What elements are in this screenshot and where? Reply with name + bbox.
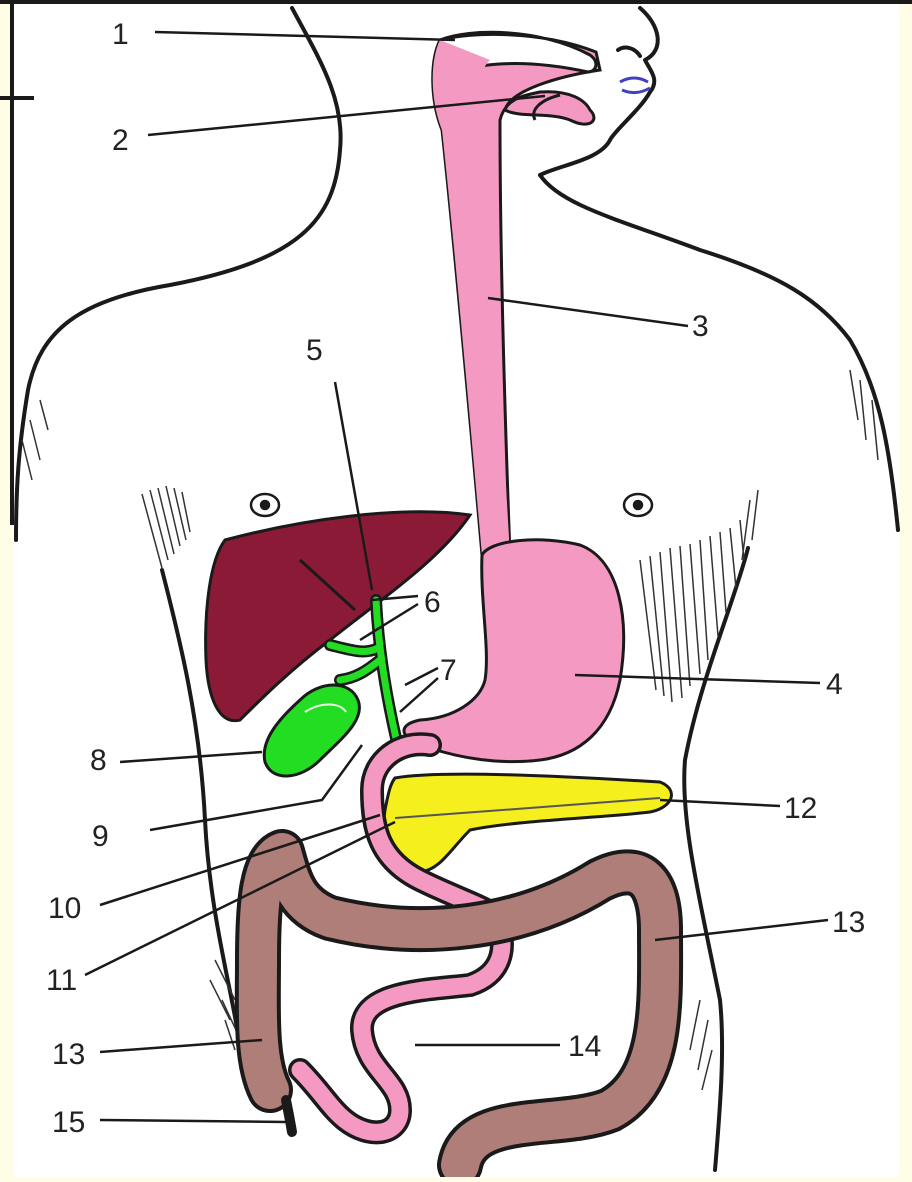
label-10: 10 <box>48 892 81 925</box>
label-12: 12 <box>784 792 817 825</box>
label-2: 2 <box>112 124 129 157</box>
label-5: 5 <box>306 334 323 367</box>
label-13-right: 13 <box>832 906 865 939</box>
label-1: 1 <box>112 18 129 51</box>
label-9: 9 <box>92 820 109 853</box>
label-13-left: 13 <box>52 1038 85 1071</box>
label-7: 7 <box>440 654 457 687</box>
label-15: 15 <box>52 1106 85 1139</box>
frame-left-line <box>10 0 14 525</box>
label-6: 6 <box>424 586 441 619</box>
label-4: 4 <box>826 668 843 701</box>
label-11: 11 <box>46 964 77 997</box>
frame-tick <box>0 96 34 100</box>
label-3: 3 <box>692 310 709 343</box>
frame-top-line <box>0 0 912 4</box>
label-8: 8 <box>90 744 107 777</box>
label-14: 14 <box>568 1030 601 1063</box>
appendix <box>286 1100 292 1132</box>
